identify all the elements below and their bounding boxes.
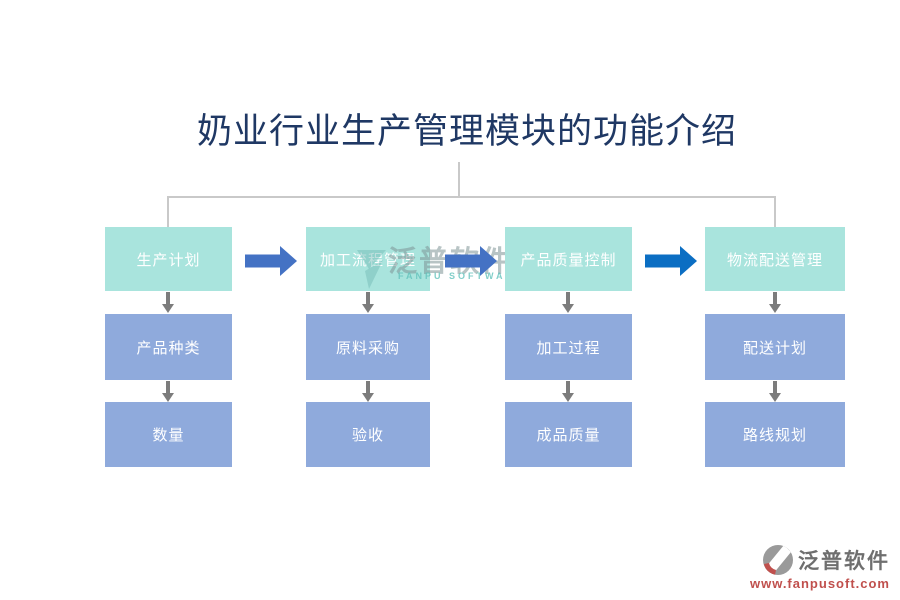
header-label: 物流配送管理	[726, 251, 823, 269]
header-label: 加工流程管理	[319, 251, 416, 269]
item-box-raw-material-purchase: 原料采购	[306, 314, 430, 380]
item-box-finished-quality: 成品质量	[505, 402, 632, 467]
right-arrow-icon	[245, 246, 297, 276]
item-label: 原料采购	[335, 339, 400, 357]
right-arrow-icon	[645, 246, 697, 276]
page-title: 奶业行业生产管理模块的功能介绍	[196, 112, 737, 151]
connector-stem	[458, 162, 460, 197]
item-label: 加工过程	[536, 339, 601, 357]
down-arrow-icon	[562, 381, 574, 402]
footer-brand-text: 泛普软件	[798, 550, 890, 573]
item-label: 路线规划	[742, 427, 807, 444]
fanpu-logo-icon	[763, 545, 793, 575]
item-box-processing: 加工过程	[505, 314, 632, 380]
down-arrow-icon	[562, 292, 574, 313]
connector-drop-right	[774, 196, 776, 228]
item-box-route-planning: 路线规划	[705, 402, 845, 467]
right-arrow-icon	[445, 246, 497, 276]
connector-horizontal	[167, 196, 776, 198]
header-box-logistics-distribution: 物流配送管理	[705, 227, 845, 291]
down-arrow-icon	[769, 381, 781, 402]
down-arrow-icon	[769, 292, 781, 313]
item-label: 数量	[152, 427, 185, 444]
down-arrow-icon	[362, 381, 374, 402]
footer-brand-block: 泛普软件 www.fanpusoft.com	[740, 544, 890, 591]
header-label: 生产计划	[136, 251, 201, 269]
header-label: 产品质量控制	[520, 251, 617, 269]
item-label: 产品种类	[136, 339, 201, 357]
item-label: 验收	[351, 427, 384, 444]
down-arrow-icon	[162, 381, 174, 402]
item-box-quantity: 数量	[105, 402, 232, 467]
down-arrow-icon	[362, 292, 374, 313]
item-box-distribution-plan: 配送计划	[705, 314, 845, 380]
down-arrow-icon	[162, 292, 174, 313]
item-label: 成品质量	[536, 427, 601, 444]
header-box-process-management: 加工流程管理	[306, 227, 430, 291]
footer-url: www.fanpusoft.com	[749, 576, 890, 591]
connector-drop-left	[167, 196, 169, 228]
item-box-product-types: 产品种类	[105, 314, 232, 380]
item-label: 配送计划	[742, 339, 807, 357]
header-box-production-plan: 生产计划	[105, 227, 232, 291]
item-box-acceptance: 验收	[306, 402, 430, 467]
header-box-quality-control: 产品质量控制	[505, 227, 632, 291]
